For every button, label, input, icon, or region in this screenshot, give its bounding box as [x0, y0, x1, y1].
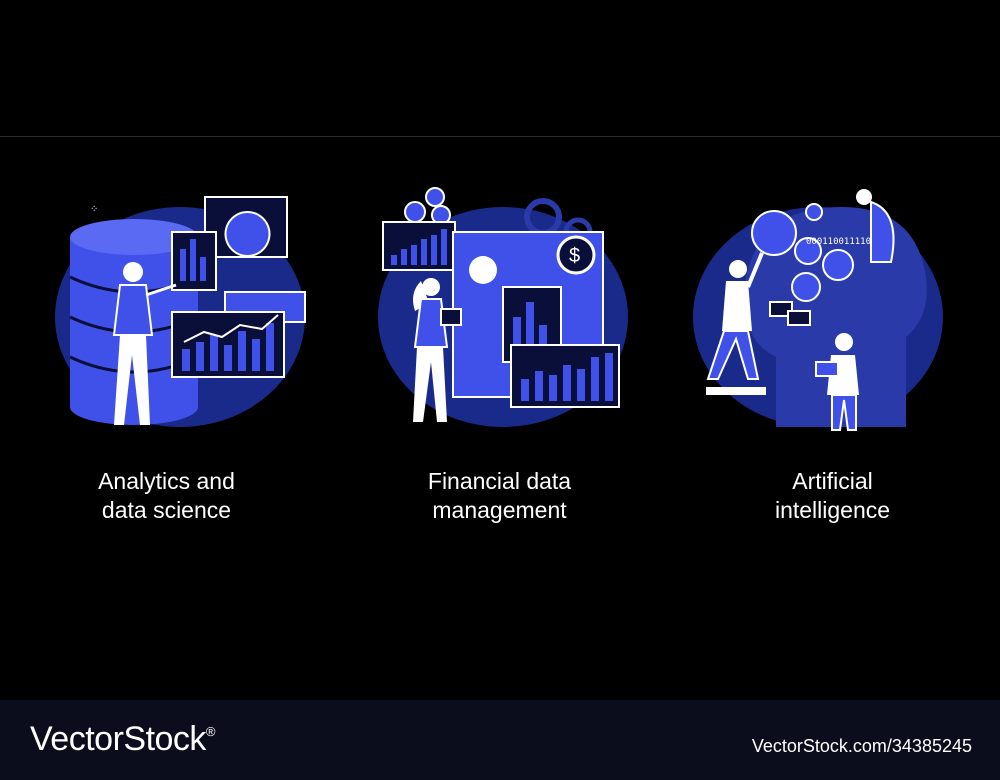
- svg-text:⁘: ⁘: [90, 204, 98, 215]
- caption-line-1: Financial data: [427, 468, 572, 494]
- caption-financial: Financial data management: [333, 467, 666, 525]
- footer-bar: VectorStock® VectorStock.com/34385245: [0, 700, 1000, 780]
- woman-figure: [413, 278, 462, 422]
- woman-figure: [815, 333, 859, 431]
- panel-financial: $ Financial data management: [333, 137, 666, 697]
- caption-analytics: Analytics and data science: [0, 467, 333, 525]
- brand-name: VectorStock: [30, 720, 206, 758]
- gear-icon: [751, 203, 854, 302]
- brand-logo: VectorStock®: [30, 720, 216, 759]
- financial-illustration: $: [378, 187, 628, 427]
- caption-line-2: management: [432, 497, 567, 523]
- top-band: [0, 0, 1000, 136]
- caption-ai: Artificial intelligence: [666, 467, 999, 525]
- svg-text:00011001111010: 00011001111010: [806, 237, 882, 247]
- analyst-figure: [112, 262, 177, 425]
- caption-line-2: intelligence: [774, 497, 891, 523]
- caption-line-1: Analytics and: [98, 468, 235, 494]
- svg-text:$: $: [569, 245, 580, 267]
- image-id: VectorStock.com/34385245: [751, 736, 972, 756]
- man-figure: [706, 252, 766, 395]
- panel-analytics: ⁘ Analytics and data science: [0, 137, 333, 697]
- analytics-illustration: ⁘: [55, 196, 306, 427]
- caption-line-2: data science: [101, 497, 232, 523]
- panel-ai: 00011001111010 Artificial intelligence: [666, 137, 999, 697]
- caption-line-1: Artificial: [792, 468, 873, 494]
- divider-line: [0, 136, 1000, 137]
- registered-mark: ®: [205, 724, 216, 739]
- ai-illustration: 00011001111010: [693, 189, 943, 431]
